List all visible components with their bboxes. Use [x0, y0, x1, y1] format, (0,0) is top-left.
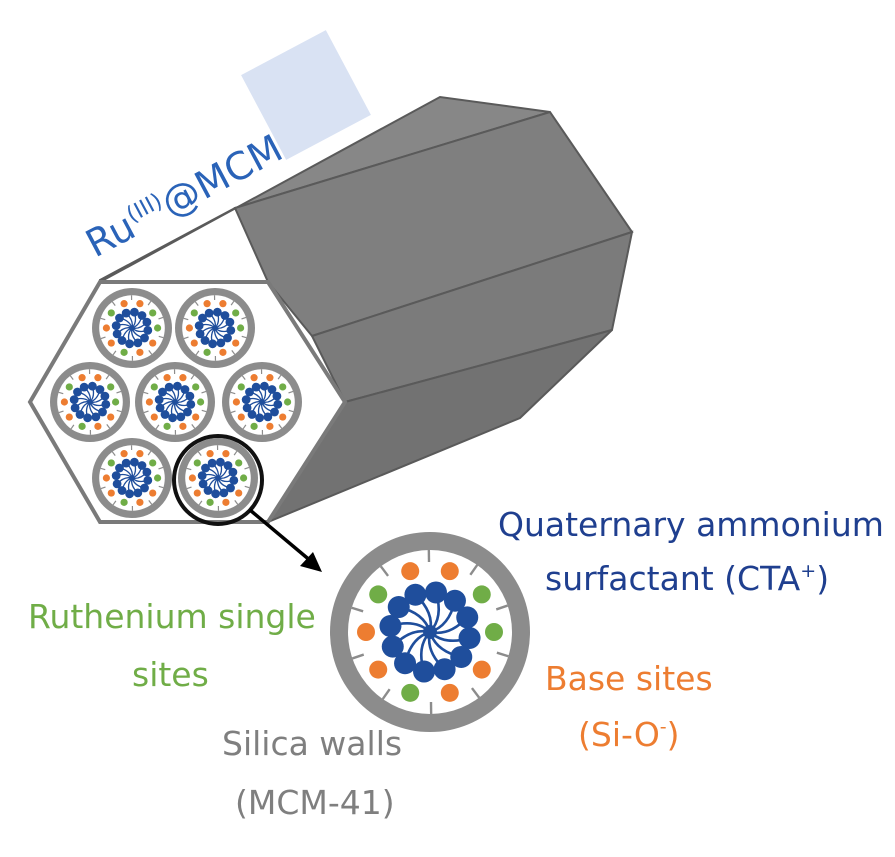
pore-1 — [92, 288, 172, 368]
selected-pore-ring — [172, 434, 264, 526]
pore-5 — [222, 362, 302, 442]
pore-3 — [50, 362, 130, 442]
ruthenium-label-line1: Ruthenium single — [28, 597, 316, 636]
pore-array — [50, 288, 302, 518]
ruthenium-label-line2: sites — [132, 655, 209, 694]
hexagonal-prism — [99, 95, 634, 525]
pore-6 — [92, 438, 172, 518]
surfactant-label-line1: Quaternary ammonium — [498, 505, 884, 544]
base-sites-label-line2: (Si-O-) — [578, 715, 680, 754]
zoom-arrow — [248, 508, 322, 572]
pore-4 — [135, 362, 215, 442]
base-sites-label-line1: Base sites — [545, 659, 713, 698]
zoomed-pore — [330, 532, 530, 732]
pore-7 — [178, 438, 258, 518]
silica-label-line1: Silica walls — [222, 724, 402, 763]
zoomed-pore-detail — [330, 532, 530, 732]
silica-label-line2: (MCM-41) — [235, 783, 395, 822]
surfactant-label-line2: surfactant (CTA+) — [545, 559, 829, 598]
note-square — [241, 30, 371, 160]
pore-2 — [175, 288, 255, 368]
